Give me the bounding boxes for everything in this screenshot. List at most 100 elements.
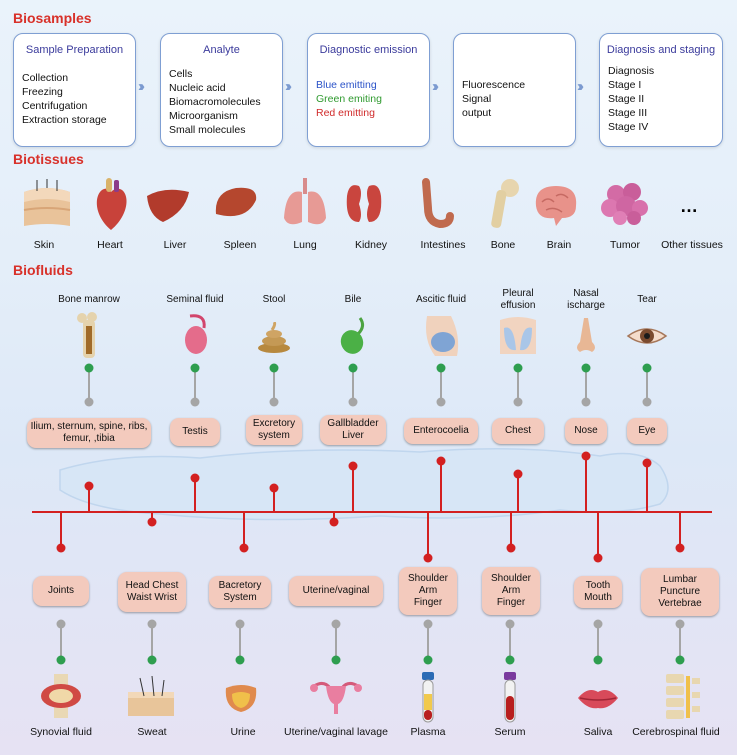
abdomen-icon bbox=[426, 316, 459, 356]
workflow-box-analyte: Analyte Cells Nucleic acid Biomacromolec… bbox=[160, 33, 283, 147]
kidney-icon bbox=[346, 185, 382, 222]
workflow-line: Centrifugation bbox=[22, 100, 88, 112]
site-pill: Excretory system bbox=[246, 415, 302, 445]
tissue-label: Kidney bbox=[354, 239, 388, 251]
workflow-box-title: Analyte bbox=[203, 44, 240, 56]
workflow-line: Small molecules bbox=[169, 124, 246, 136]
tumor-icon bbox=[601, 183, 648, 225]
biofluid-name: Serum bbox=[494, 726, 526, 738]
lung-icon bbox=[284, 178, 326, 225]
sweat-skin-icon bbox=[128, 676, 174, 716]
biofluid-name: Bile bbox=[344, 294, 362, 305]
lips-icon bbox=[578, 690, 618, 709]
biofluid-name: Plasma bbox=[410, 726, 446, 738]
biofluid-name: Seminal fluid bbox=[166, 294, 224, 305]
tissue-label: Spleen bbox=[223, 239, 257, 251]
biofluid-name: Synovial fluid bbox=[30, 726, 92, 738]
more-tissues-ellipsis: … bbox=[680, 196, 698, 216]
workflow-line: Biomacromolecules bbox=[169, 96, 261, 108]
workflow-line: Cells bbox=[169, 68, 193, 80]
biofluid-name: Bone manrow bbox=[58, 294, 120, 305]
site-pill: Ilium, sternum, spine, ribs, femur, ,tib… bbox=[27, 418, 151, 448]
site-pill: Gallbladder Liver bbox=[320, 415, 386, 445]
section-title-biofluids: Biofluids bbox=[13, 262, 73, 278]
stool-icon bbox=[258, 322, 290, 353]
workflow-box-sample-preparation: Sample Preparation Collection Freezing C… bbox=[13, 33, 136, 147]
site-pill: Lumbar Puncture Vertebrae bbox=[641, 568, 719, 616]
skin-icon bbox=[23, 179, 71, 226]
biofluid-name: Cerebrospinal fluid bbox=[632, 726, 720, 738]
workflow-line: Stage II bbox=[608, 93, 645, 105]
eye-icon bbox=[626, 328, 668, 344]
tissue-label: Bone bbox=[490, 239, 516, 251]
section-title-biosamples: Biosamples bbox=[13, 10, 92, 26]
bladder-icon bbox=[225, 685, 257, 712]
bone-marrow-icon bbox=[77, 312, 97, 358]
workflow-box-title: Sample Preparation bbox=[25, 44, 124, 56]
tissue-label: Skin bbox=[33, 239, 55, 251]
workflow-box-diagnostic-emission: Diagnostic emission Blue emitting Green … bbox=[307, 33, 430, 147]
knee-joint-icon bbox=[41, 674, 81, 718]
site-pill: Bacretory System bbox=[209, 576, 271, 608]
biofluid-name: Uterine/vaginal lavage bbox=[284, 726, 388, 738]
nose-icon bbox=[577, 318, 595, 352]
workflow-line: Stage I bbox=[608, 79, 642, 91]
tissue-label: Tumor bbox=[610, 239, 640, 251]
site-pill: Testis bbox=[170, 418, 220, 446]
workflow-box-title: Diagnostic emission bbox=[319, 44, 418, 56]
liver-icon bbox=[147, 189, 189, 222]
biofluid-name: Ascitic fluid bbox=[415, 294, 467, 305]
site-pill: Uterine/vaginal bbox=[289, 576, 383, 606]
spleen-icon bbox=[215, 187, 257, 217]
spine-icon bbox=[666, 674, 700, 719]
biofluid-name: Saliva bbox=[583, 726, 613, 738]
workflow-line: Microorganism bbox=[169, 110, 238, 122]
section-title-biotissues: Biotissues bbox=[13, 151, 84, 167]
site-pill: Shoulder Arm Finger bbox=[399, 567, 457, 615]
workflow-line: Nucleic acid bbox=[169, 82, 226, 94]
tissue-label: Heart bbox=[97, 239, 123, 251]
biofluid-name: Stool bbox=[262, 294, 286, 305]
workflow-line-green: Green emiting bbox=[316, 93, 382, 105]
site-pill: Eye bbox=[627, 418, 667, 444]
workflow-line: Stage III bbox=[608, 107, 648, 119]
uterus-icon bbox=[310, 681, 362, 714]
workflow-box-diagnosis-staging: Diagnosis and staging Diagnosis Stage I … bbox=[599, 33, 723, 147]
gallbladder-icon bbox=[340, 317, 365, 354]
site-pill: Enterocoelia bbox=[404, 418, 478, 444]
workflow-line: Stage IV bbox=[608, 121, 649, 133]
tissue-label: Liver bbox=[163, 239, 187, 251]
heart-icon bbox=[96, 178, 127, 230]
workflow-box-signal-output: Fluorescence Signal output bbox=[453, 33, 576, 147]
tissue-label: Intestines bbox=[420, 239, 466, 251]
tissue-label: Other tissues bbox=[661, 239, 723, 251]
biofluid-name: Urine bbox=[230, 726, 256, 738]
tissue-label: Lung bbox=[293, 239, 317, 251]
human-body-silhouette bbox=[59, 448, 669, 521]
workflow-line: Fluorescence bbox=[462, 79, 526, 91]
testis-icon bbox=[185, 314, 207, 354]
workflow-line: Diagnosis bbox=[608, 65, 655, 77]
serum-tube-icon bbox=[504, 672, 516, 723]
bone-icon bbox=[491, 179, 519, 228]
workflow-line: Freezing bbox=[22, 86, 63, 98]
site-pill: Nose bbox=[565, 418, 607, 444]
site-pill: Chest bbox=[492, 418, 544, 444]
intestines-icon bbox=[422, 178, 454, 229]
site-pill: Head Chest Waist Wrist bbox=[118, 572, 186, 612]
workflow-box-title: Diagnosis and staging bbox=[606, 44, 716, 56]
chest-icon bbox=[500, 317, 536, 354]
site-pill: Tooth Mouth bbox=[574, 576, 622, 608]
biofluid-name: Pleural effusion bbox=[500, 288, 536, 311]
workflow-line-blue: Blue emitting bbox=[316, 79, 377, 91]
biofluid-name: Tear bbox=[637, 294, 657, 305]
workflow-line: Signal bbox=[462, 93, 492, 105]
tissue-label: Brain bbox=[546, 239, 572, 251]
workflow-line: Extraction storage bbox=[22, 114, 107, 126]
workflow-line: output bbox=[462, 107, 492, 119]
workflow-line-red: Red emitting bbox=[316, 107, 375, 119]
site-pill: Shoulder Arm Finger bbox=[482, 567, 540, 615]
workflow-line: Collection bbox=[22, 72, 69, 84]
biofluid-name: Nasal ischarge bbox=[567, 288, 605, 311]
